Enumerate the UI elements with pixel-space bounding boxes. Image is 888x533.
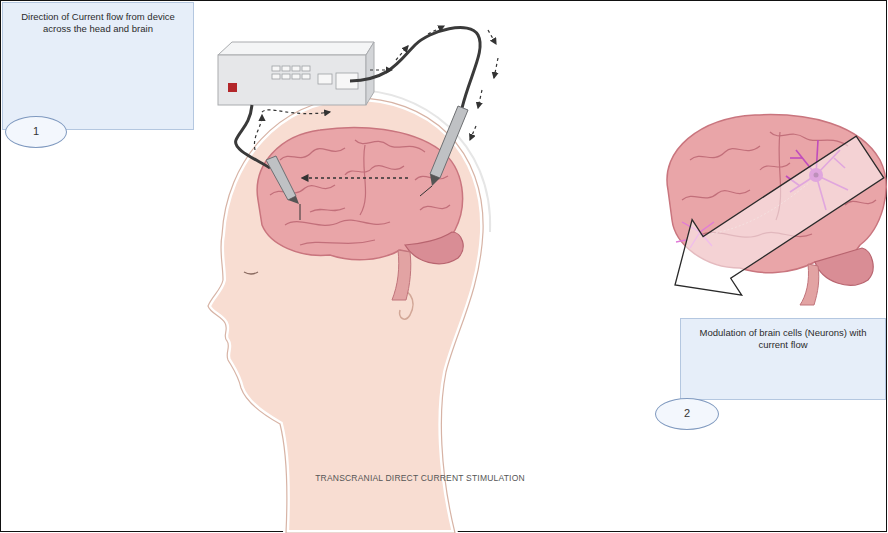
- callout-box: Modulation of brain cells (Neurons) with…: [680, 318, 886, 400]
- electrode-cables: [236, 28, 481, 220]
- callout-number: 2: [684, 407, 690, 421]
- callout-text: Modulation of brain cells (Neurons) with…: [691, 327, 875, 351]
- callout-oval: 1: [5, 116, 67, 148]
- callout-text: Direction of Current flow from device ac…: [13, 11, 183, 35]
- stimulator-device: [218, 42, 374, 105]
- brain: [257, 127, 463, 300]
- head-profile: [208, 90, 490, 533]
- current-direction-arrows: [254, 26, 498, 150]
- power-button: [228, 83, 237, 92]
- callout-oval: 2: [655, 398, 719, 430]
- neuron-brain: [667, 115, 886, 305]
- figure-caption: TRANSCRANIAL DIRECT CURRENT STIMULATION: [315, 473, 525, 483]
- callout-number: 1: [33, 125, 39, 139]
- current-flow-arrow: [675, 136, 884, 295]
- callout-box: Direction of Current flow from device ac…: [2, 2, 194, 130]
